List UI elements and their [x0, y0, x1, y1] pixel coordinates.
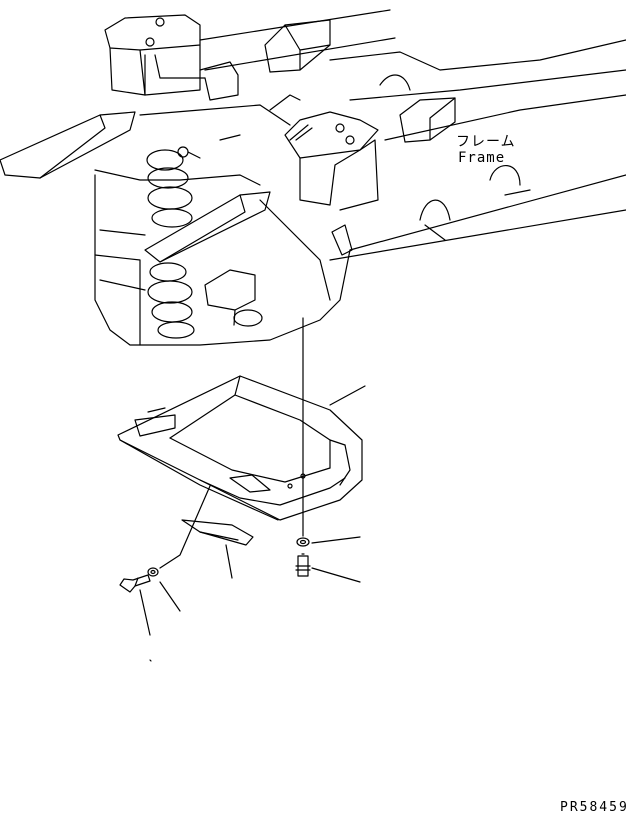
under-cover — [117, 375, 363, 521]
bolt-right — [295, 553, 311, 577]
small-plate — [181, 519, 254, 546]
frame-label-japanese: フレーム — [456, 134, 516, 150]
leader-lines — [139, 317, 366, 662]
frame-assembly — [0, 9, 626, 346]
bolt-left — [119, 574, 151, 593]
washer-left — [147, 567, 159, 577]
washer-right — [296, 537, 310, 547]
drawing-code: PR58459 — [560, 800, 626, 815]
frame-label-english: Frame — [458, 150, 506, 166]
